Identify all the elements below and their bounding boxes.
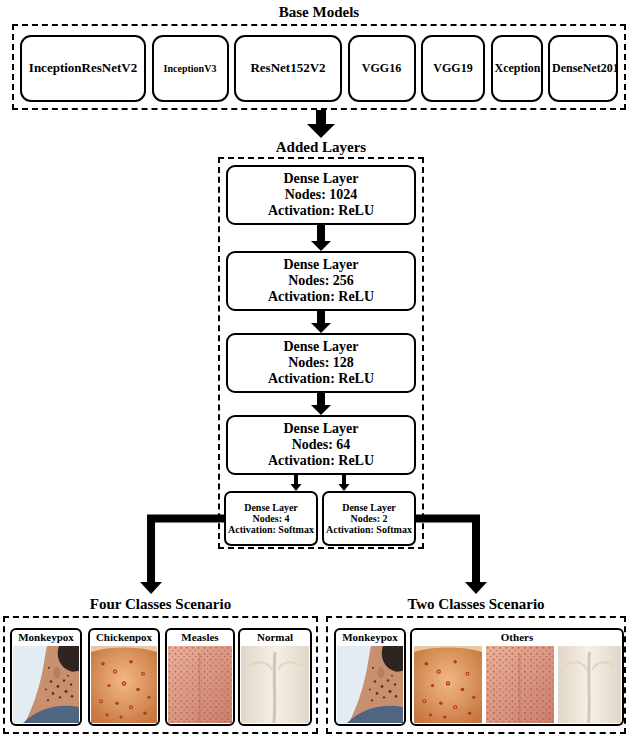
normal-skin-photo bbox=[241, 646, 309, 723]
flow-arrow bbox=[342, 475, 346, 484]
layer-label: VGG16 bbox=[362, 62, 401, 75]
dense-layer-box: Dense LayerNodes: 1024Activation: ReLU bbox=[226, 165, 416, 225]
layer-label: Nodes: 64 bbox=[292, 437, 351, 453]
group-title: Four Classes Scenario bbox=[3, 596, 318, 613]
layer-label: InceptionResNetV2 bbox=[29, 61, 137, 75]
group-panel: Base ModelsInceptionResNetV2 InceptionV3 R… bbox=[12, 4, 626, 110]
class-sample-box: Monkeypox bbox=[10, 628, 82, 726]
layer-label: Dense Layer bbox=[283, 257, 358, 273]
group-title: Base Models bbox=[12, 4, 626, 21]
model-box: ResNet152V2 bbox=[234, 35, 342, 102]
class-sample-box: Chickenpox bbox=[88, 628, 160, 726]
class-label: Chickenpox bbox=[96, 631, 152, 644]
group-panel: Four Classes ScenarioMonkeypox Chickenpox… bbox=[3, 596, 318, 734]
output-layer-box: Dense LayerNodes: 4Activation: Softmax bbox=[224, 491, 318, 546]
layer-label: Nodes: 1024 bbox=[285, 187, 358, 203]
layer-label: Dense Layer bbox=[283, 421, 358, 437]
layer-label: Dense Layer bbox=[283, 339, 358, 355]
layer-label: Activation: ReLU bbox=[268, 371, 374, 387]
layer-label: VGG19 bbox=[433, 62, 472, 75]
layer-label: DenseNet201 bbox=[552, 62, 614, 75]
class-sample-box: Others bbox=[410, 628, 624, 726]
flow-arrow bbox=[416, 519, 476, 583]
box-content: Chickenpox bbox=[90, 630, 158, 724]
class-label: Measles bbox=[181, 631, 218, 644]
layer-label: Xception bbox=[495, 62, 539, 75]
chickenpox-photo bbox=[91, 646, 157, 723]
class-label: Normal bbox=[257, 631, 293, 644]
measles-photo bbox=[486, 646, 554, 723]
box-content: Dense LayerNodes: 4Activation: Softmax bbox=[226, 493, 316, 544]
box-content: DenseNet201 bbox=[550, 37, 616, 100]
box-content: Dense LayerNodes: 256Activation: ReLU bbox=[228, 253, 414, 309]
layer-label: Nodes: 256 bbox=[288, 273, 354, 289]
box-content: Others bbox=[412, 630, 622, 724]
box-content: Monkeypox bbox=[336, 630, 404, 724]
layer-label: Dense Layer bbox=[283, 171, 358, 187]
layer-label: Nodes: 2 bbox=[351, 513, 388, 524]
layer-label: Activation: Softmax bbox=[228, 524, 314, 535]
class-sample-box: Normal bbox=[238, 628, 312, 726]
flow-arrow bbox=[317, 393, 325, 405]
flow-arrow bbox=[317, 225, 325, 241]
layer-label: ResNet152V2 bbox=[250, 61, 325, 75]
dense-layer-box: Dense LayerNodes: 128Activation: ReLU bbox=[226, 333, 416, 393]
group-title: Added Layers bbox=[218, 139, 424, 156]
box-content: InceptionV3 bbox=[154, 37, 227, 100]
class-sample-box: Measles bbox=[165, 628, 235, 726]
box-content: Xception bbox=[493, 37, 541, 100]
box-content: Normal bbox=[240, 630, 310, 724]
group-panel: Two Classes ScenarioMonkeypox Others bbox=[326, 596, 626, 734]
dense-layer-box: Dense LayerNodes: 256Activation: ReLU bbox=[226, 251, 416, 311]
flow-arrow bbox=[294, 475, 298, 484]
class-label: Others bbox=[501, 631, 533, 644]
box-content: Dense LayerNodes: 128Activation: ReLU bbox=[228, 335, 414, 391]
box-content: Measles bbox=[167, 630, 233, 724]
normal-skin-photo bbox=[558, 646, 621, 723]
box-content: Dense LayerNodes: 1024Activation: ReLU bbox=[228, 167, 414, 223]
layer-label: Dense Layer bbox=[244, 502, 298, 513]
layer-label: Nodes: 4 bbox=[253, 513, 290, 524]
box-content: VGG16 bbox=[350, 37, 414, 100]
layer-label: InceptionV3 bbox=[164, 63, 217, 74]
measles-photo bbox=[168, 646, 232, 723]
class-label: Monkeypox bbox=[342, 631, 398, 644]
class-label: Monkeypox bbox=[18, 631, 74, 644]
layer-label: Activation: ReLU bbox=[268, 289, 374, 305]
box-content: Dense LayerNodes: 64Activation: ReLU bbox=[228, 417, 414, 473]
dense-layer-box: Dense LayerNodes: 64Activation: ReLU bbox=[226, 415, 416, 475]
box-content: VGG19 bbox=[423, 37, 483, 100]
flow-arrow bbox=[316, 110, 326, 124]
flow-arrow bbox=[151, 519, 224, 583]
box-content: Dense LayerNodes: 2Activation: Softmax bbox=[324, 493, 414, 544]
box-content: ResNet152V2 bbox=[236, 37, 340, 100]
layer-label: Activation: ReLU bbox=[268, 203, 374, 219]
model-box: Xception bbox=[491, 35, 543, 102]
layer-label: Activation: ReLU bbox=[268, 453, 374, 469]
group-title: Two Classes Scenario bbox=[326, 596, 626, 613]
box-content: InceptionResNetV2 bbox=[22, 37, 144, 100]
output-layer-box: Dense LayerNodes: 2Activation: Softmax bbox=[322, 491, 416, 546]
group-panel: Added LayersDense LayerNodes: 1024Activa… bbox=[218, 139, 424, 549]
flow-arrow bbox=[317, 311, 325, 323]
box-content: Monkeypox bbox=[12, 630, 80, 724]
layer-label: Dense Layer bbox=[342, 502, 396, 513]
chickenpox-photo bbox=[414, 646, 482, 723]
layer-label: Activation: Softmax bbox=[326, 524, 412, 535]
layer-label: Nodes: 128 bbox=[288, 355, 354, 371]
model-box: DenseNet201 bbox=[548, 35, 618, 102]
model-box: InceptionResNetV2 bbox=[20, 35, 146, 102]
class-sample-box: Monkeypox bbox=[334, 628, 406, 726]
model-box: VGG19 bbox=[421, 35, 485, 102]
monkeypox-photo bbox=[13, 646, 79, 723]
model-box: InceptionV3 bbox=[152, 35, 229, 102]
model-box: VGG16 bbox=[348, 35, 416, 102]
monkeypox-photo bbox=[337, 646, 403, 723]
